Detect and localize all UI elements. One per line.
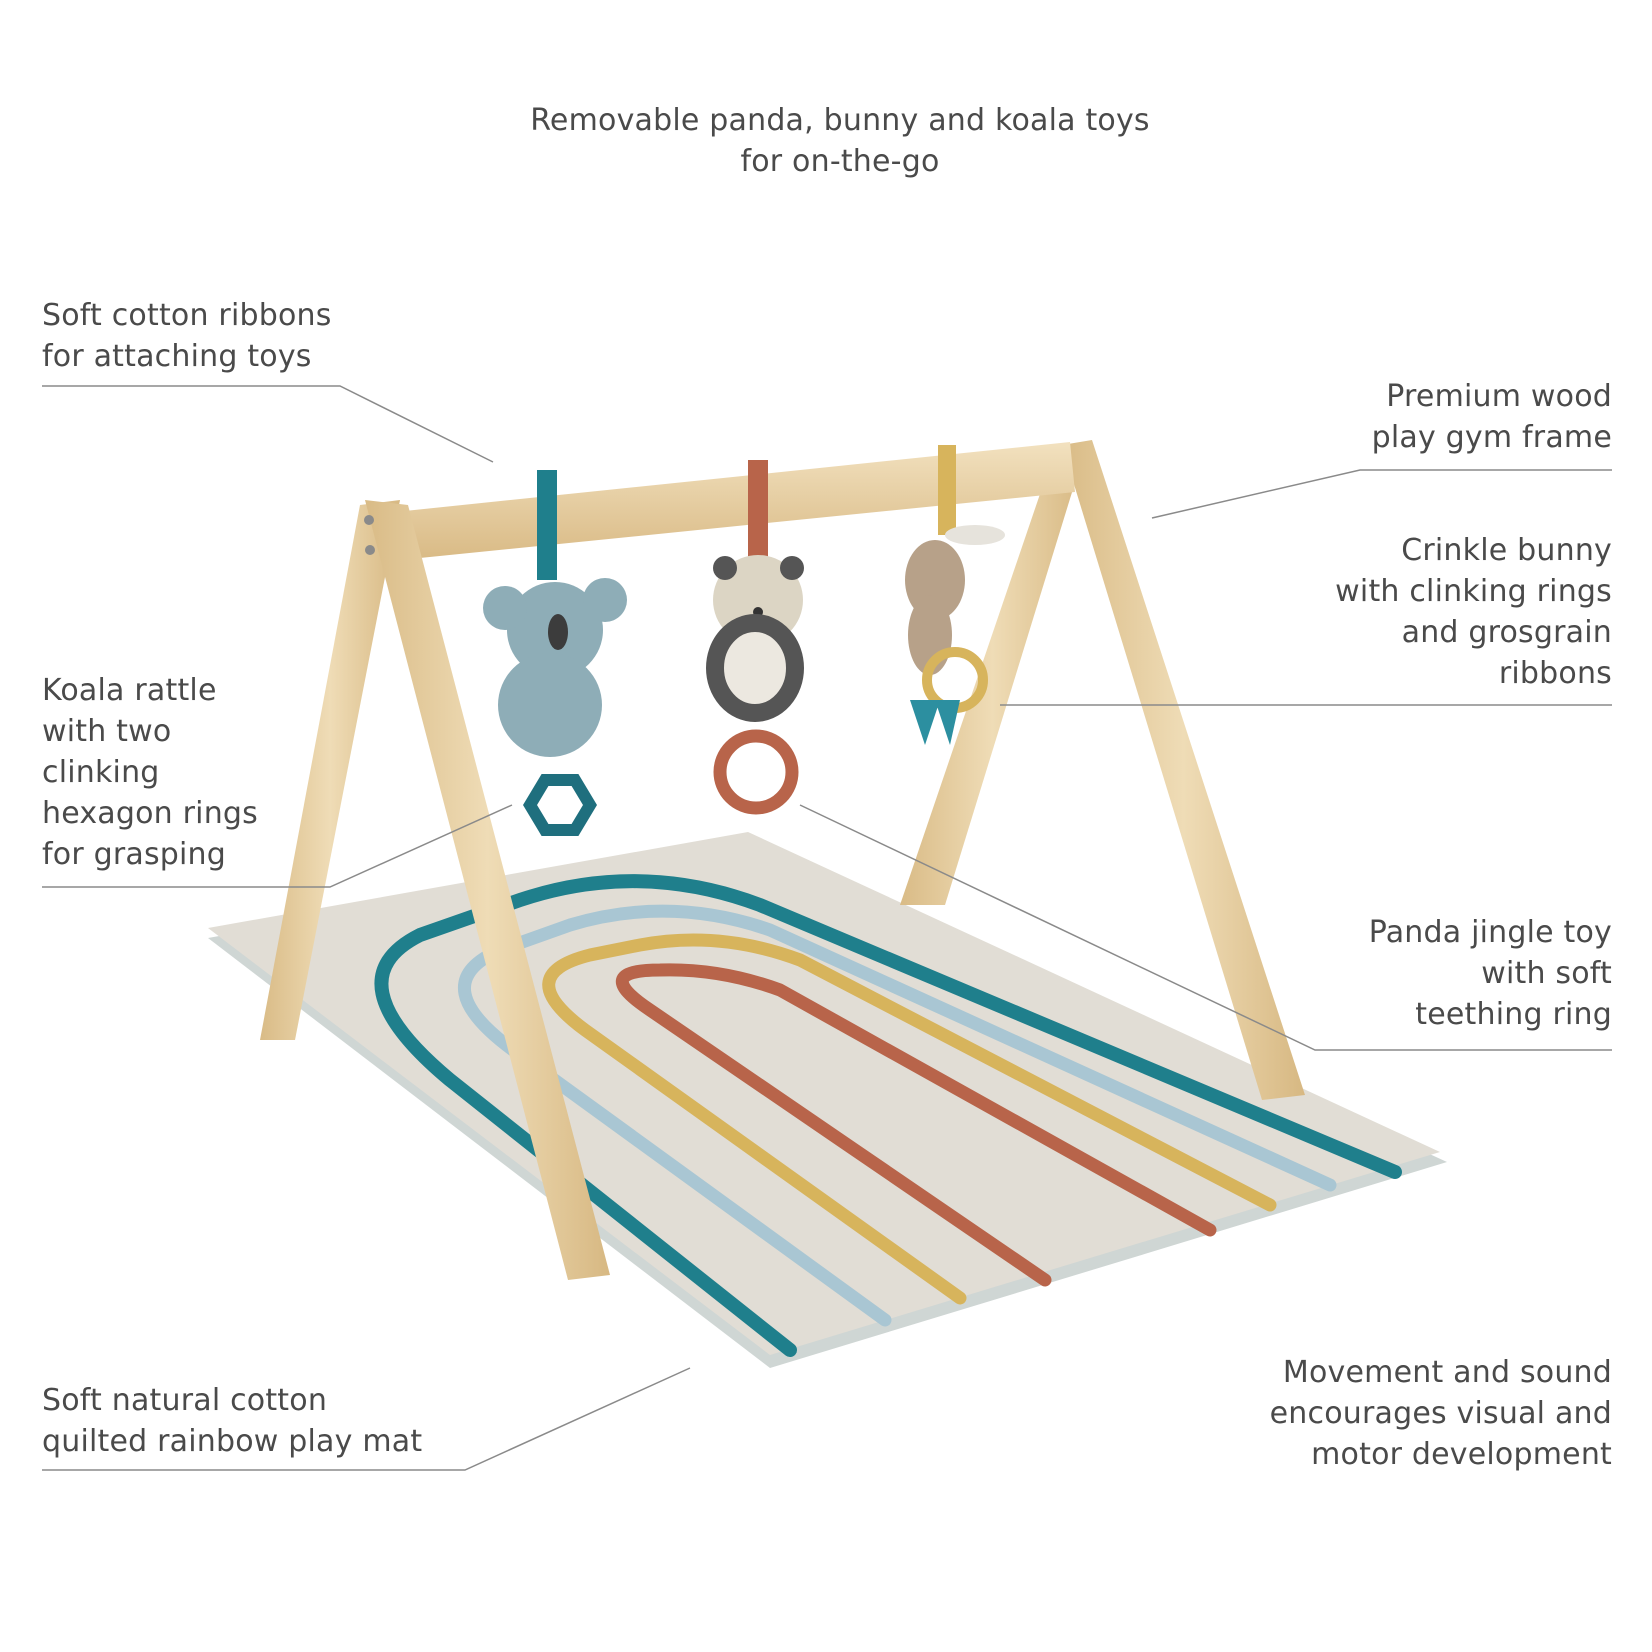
leader-frame <box>1151 469 1612 519</box>
callout-line: Crinkle bunny <box>1401 533 1612 568</box>
play-mat <box>208 832 1447 1368</box>
leader-ribbons <box>42 385 494 463</box>
callout-movement: Movement and sound encourages visual and… <box>1270 1352 1612 1475</box>
callout-panda: Panda jingle toy with soft teething ring <box>1369 912 1612 1035</box>
mat-stripe-mustard <box>542 933 1277 1305</box>
mat-stripe-lightblue <box>458 904 1337 1327</box>
callout-line: Movement and sound <box>1282 1355 1612 1390</box>
callout-line: Premium wood <box>1386 379 1612 414</box>
callout-line: and grosgrain <box>1401 615 1612 650</box>
callout-line: play gym frame <box>1371 420 1612 455</box>
callout-line: hexagon rings <box>42 796 258 831</box>
callout-frame: Premium wood play gym frame <box>1372 376 1612 458</box>
callout-line: with soft <box>1481 956 1612 991</box>
koala-toy <box>483 470 627 836</box>
leader-mat <box>42 1367 691 1471</box>
leader-panda <box>799 804 1612 1051</box>
mat-stripe-terracotta <box>616 963 1217 1287</box>
bunny-toy <box>905 445 1005 745</box>
wood-frame <box>260 440 1305 1280</box>
callout-line: encourages visual and <box>1269 1396 1612 1431</box>
callout-ribbons: Soft cotton ribbons for attaching toys <box>42 295 332 377</box>
callout-line: clinking <box>42 755 160 790</box>
callout-removable-toys: Removable panda, bunny and koala toys fo… <box>450 100 1230 182</box>
leader-lines <box>42 385 1612 1471</box>
callout-line: for grasping <box>42 837 227 872</box>
callout-line: Soft natural cotton <box>42 1383 328 1418</box>
callout-line: Removable panda, bunny and koala toys <box>530 103 1150 138</box>
callout-line: Soft cotton ribbons <box>42 298 332 333</box>
callout-line: Panda jingle toy <box>1368 915 1612 950</box>
leader-koala <box>42 804 513 888</box>
callout-line: motor development <box>1311 1437 1612 1472</box>
callout-koala: Koala rattle with two clinking hexagon r… <box>42 670 258 875</box>
callout-line: Koala rattle <box>42 673 217 708</box>
callout-mat: Soft natural cotton quilted rainbow play… <box>42 1380 422 1462</box>
callout-line: ribbons <box>1498 656 1612 691</box>
mat-stripe-teal <box>374 874 1402 1357</box>
callout-bunny: Crinkle bunny with clinking rings and gr… <box>1335 530 1612 694</box>
callout-line: for attaching toys <box>42 339 312 374</box>
callout-line: with clinking rings <box>1335 574 1612 609</box>
callout-line: with two <box>42 714 172 749</box>
panda-toy <box>706 460 804 815</box>
callout-line: quilted rainbow play mat <box>42 1424 423 1459</box>
callout-line: teething ring <box>1415 997 1612 1032</box>
callout-line: for on-the-go <box>740 144 940 179</box>
